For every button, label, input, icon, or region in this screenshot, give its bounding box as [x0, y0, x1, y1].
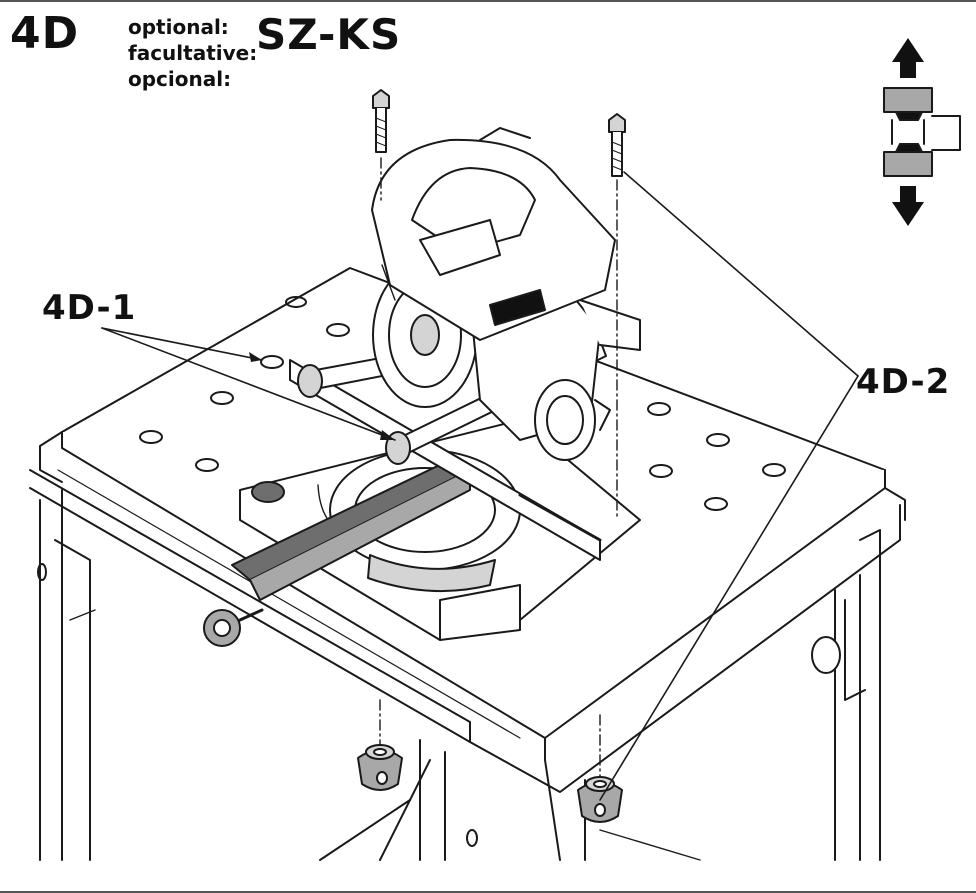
saw-rail	[203, 359, 602, 647]
leader-arrowheads	[249, 352, 395, 440]
bolt-right	[608, 113, 626, 177]
optional-labels: optional: facultative: opcional:	[128, 14, 257, 92]
foot-left	[357, 744, 403, 791]
bolt-left	[372, 89, 390, 153]
alignment-lines	[379, 157, 618, 777]
leader-lines	[101, 171, 859, 801]
step-number: 4D	[10, 8, 80, 59]
optional-label-en: optional:	[128, 15, 229, 39]
table-holes	[139, 296, 786, 511]
optional-label-es: opcional:	[128, 67, 232, 91]
optional-label-fr: facultative:	[128, 41, 258, 65]
callout-4d-1: 4D-1	[42, 288, 137, 328]
callout-4d-2: 4D-2	[856, 362, 951, 402]
up-down-arrows-icon	[883, 38, 961, 226]
saw-handle	[371, 127, 616, 341]
model-name: SZ-KS	[256, 10, 402, 59]
table-legs	[37, 489, 881, 861]
